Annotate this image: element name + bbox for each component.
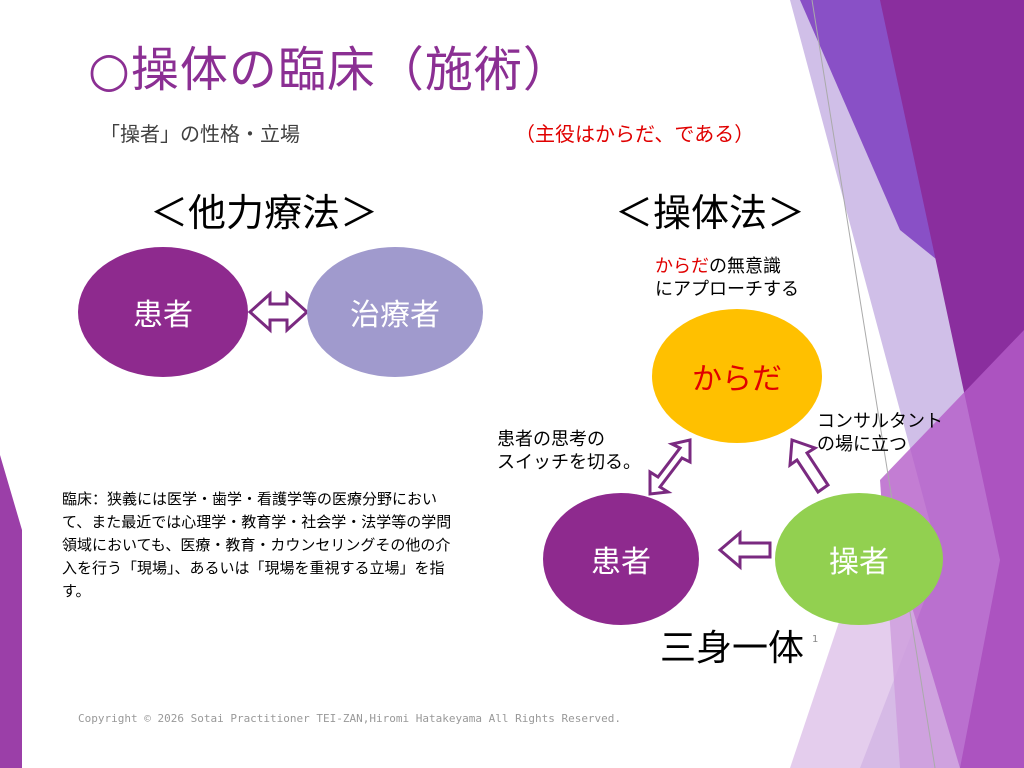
slide-title: ○操体の臨床（施術） bbox=[88, 42, 572, 98]
copyright: Copyright © 2026 Sotai Practitioner TEI-… bbox=[78, 712, 622, 725]
body-label: からだ bbox=[692, 362, 782, 397]
arrow-operator-patient bbox=[717, 529, 772, 571]
right-decoration-light bbox=[790, 500, 960, 768]
note-right: コンサルタントの場に立つ bbox=[817, 410, 943, 456]
note-top-red: からだ bbox=[655, 256, 709, 277]
note-top: からだの無意識にアプローチする bbox=[655, 255, 799, 301]
body-ellipse: からだ bbox=[652, 309, 822, 443]
divider-line bbox=[811, 0, 936, 768]
therapist-ellipse: 治療者 bbox=[307, 247, 483, 377]
definition-text: 臨床：狭義には医学・歯学・看護学等の医療分野において、また最近では心理学・教育学… bbox=[62, 490, 452, 600]
subtitle: 「操者」の性格・立場 bbox=[100, 122, 300, 146]
arrow-operator-body bbox=[788, 437, 831, 495]
left-heading: ＜他力療法＞ bbox=[150, 191, 379, 235]
double-arrow-patient-body bbox=[648, 438, 692, 496]
patient-ellipse-right: 患者 bbox=[543, 493, 699, 625]
note-left-line2: スイッチを切る。 bbox=[497, 452, 641, 473]
operator-ellipse: 操者 bbox=[775, 493, 943, 625]
note-right-line1: コンサルタント bbox=[817, 411, 943, 432]
subtitle-note: （主役はからだ、である） bbox=[515, 122, 755, 146]
note-top-rest: の無意識 bbox=[709, 256, 781, 277]
note-left: 患者の思考のスイッチを切る。 bbox=[497, 428, 641, 474]
trinity-label: 三身一体 bbox=[660, 628, 805, 669]
therapist-label: 治療者 bbox=[350, 298, 440, 333]
page-number: 1 bbox=[812, 634, 819, 645]
right-heading: ＜操体法＞ bbox=[615, 191, 806, 235]
right-decoration-band bbox=[880, 0, 1024, 768]
note-left-line1: 患者の思考の bbox=[497, 429, 605, 450]
note-right-line2: の場に立つ bbox=[817, 434, 907, 455]
double-arrow-left bbox=[247, 290, 310, 334]
note-top-line2: にアプローチする bbox=[655, 279, 799, 300]
patient-ellipse-left: 患者 bbox=[78, 247, 248, 377]
operator-label: 操者 bbox=[829, 545, 889, 580]
patient-label-right: 患者 bbox=[591, 545, 651, 580]
left-edge-decoration bbox=[0, 455, 22, 768]
patient-label: 患者 bbox=[133, 298, 193, 333]
